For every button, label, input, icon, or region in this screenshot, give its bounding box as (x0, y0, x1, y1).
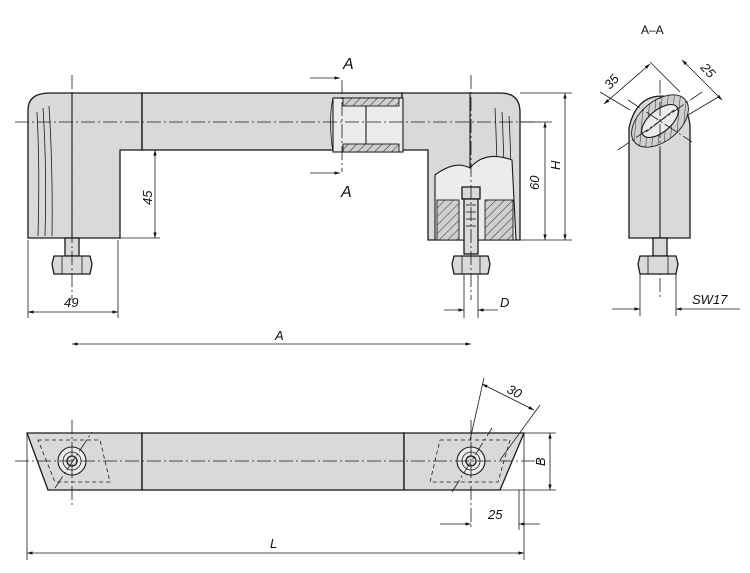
dim-49: 49 (64, 295, 78, 310)
dim-25-bottom: 25 (487, 507, 503, 522)
section-nut (637, 255, 679, 275)
section-marker-top: A (342, 56, 354, 73)
dim-B: B (533, 457, 548, 466)
dim-45: 45 (140, 190, 155, 205)
front-view: A A 45 60 H 49 D A (15, 56, 572, 346)
dim-D: D (500, 295, 509, 310)
top-grip-bar (141, 432, 405, 491)
section-view: A–A 35 25 SW17 (599, 23, 740, 316)
section-view-title: A–A (641, 23, 664, 37)
dim-SW17: SW17 (692, 292, 728, 307)
section-stud (652, 237, 668, 257)
dim-35: 35 (601, 71, 622, 92)
dim-60: 60 (527, 175, 542, 190)
dim-A: A (274, 328, 284, 343)
dim-H: H (548, 160, 563, 170)
section-marker-bottom: A (340, 184, 352, 201)
dim-L: L (270, 536, 277, 551)
dim-30: 30 (505, 381, 525, 401)
top-view: 30 B 25 L (15, 377, 556, 560)
